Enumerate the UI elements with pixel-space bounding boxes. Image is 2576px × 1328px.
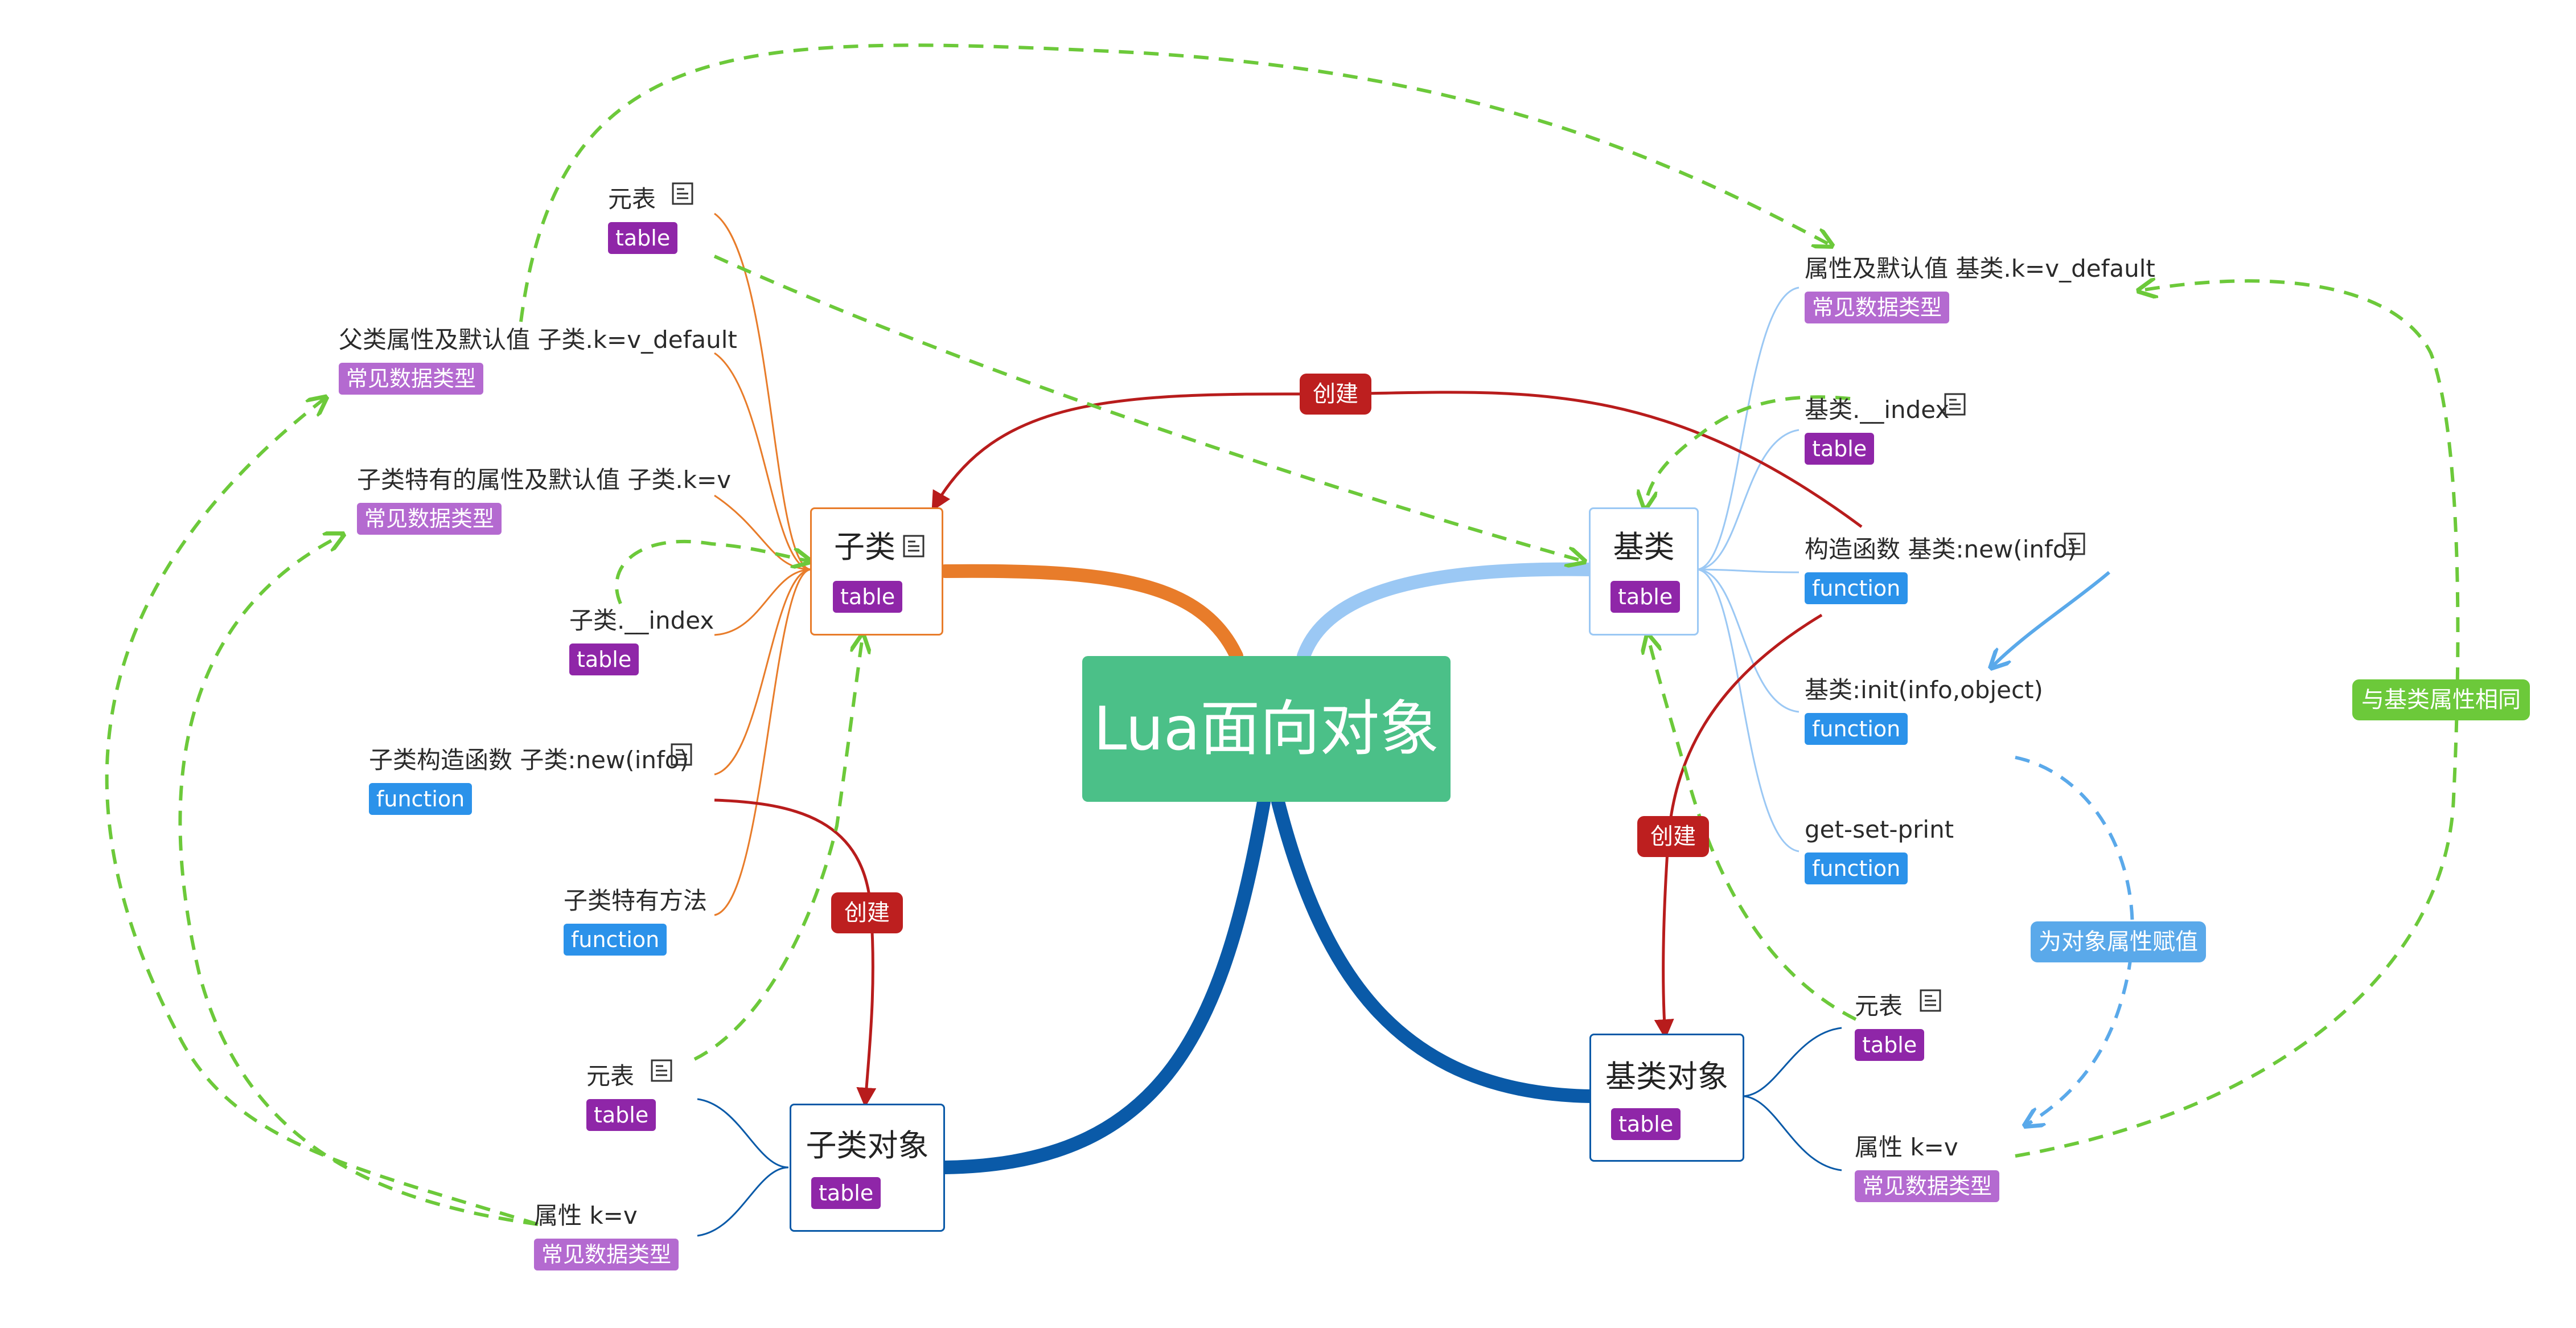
branch-root-base-object <box>1271 795 1598 1103</box>
note-icon[interactable] <box>651 1059 672 1082</box>
subclass-index-label[interactable]: 子类.__index <box>569 606 714 634</box>
tag-common-type: 常见数据类型 <box>1855 1170 2000 1202</box>
parent-attr-default-label[interactable]: 父类属性及默认值 子类.k=v_default <box>339 326 737 354</box>
tag-common-type: 常见数据类型 <box>534 1239 679 1270</box>
note-icon[interactable] <box>671 743 692 766</box>
tag-table: table <box>833 581 903 613</box>
tag-table: table <box>1610 581 1681 613</box>
tag-function: function <box>564 924 667 956</box>
subclass-metatable-label[interactable]: 元表 <box>608 185 656 213</box>
same-as-base-attr-label[interactable]: 与基类属性相同 <box>2352 679 2530 720</box>
base-object-title: 基类对象 <box>1605 1059 1728 1095</box>
tag-function: function <box>369 783 473 815</box>
assign-object-attr-label[interactable]: 为对象属性赋值 <box>2031 921 2206 962</box>
tag-common-type: 常见数据类型 <box>357 503 502 535</box>
note-icon[interactable] <box>2064 532 2085 555</box>
baseclass-child-lines <box>1696 286 1799 852</box>
create-label-1[interactable]: 创建 <box>1300 374 1371 415</box>
baseclass-node[interactable]: 基类 table <box>1589 507 1699 636</box>
note-icon[interactable] <box>1944 393 1966 416</box>
subclass-object-title: 子类对象 <box>806 1128 929 1163</box>
subclass-node[interactable]: 子类 table <box>810 507 943 636</box>
base-init-label[interactable]: 基类:init(info,object) <box>1805 676 2043 704</box>
create-label-2[interactable]: 创建 <box>831 892 903 933</box>
baseclass-title: 基类 <box>1613 529 1675 565</box>
note-icon[interactable] <box>672 182 693 205</box>
tag-table: table <box>608 222 678 254</box>
subclass-object-attr-label[interactable]: 属性 k=v <box>534 1202 638 1229</box>
create-arrow-new-to-subclass-object <box>714 798 877 1108</box>
subclass-object-child-lines <box>697 1098 789 1237</box>
root-topic[interactable]: Lua面向对象 <box>1082 656 1451 802</box>
tag-table: table <box>586 1099 656 1131</box>
base-attr-default-label[interactable]: 属性及默认值 基类.k=v_default <box>1805 255 2155 282</box>
branch-root-subclass-object <box>938 795 1271 1174</box>
subclass-object-node[interactable]: 子类对象 table <box>790 1104 945 1232</box>
tag-table: table <box>569 643 639 675</box>
green-dashed-links <box>105 43 2460 1226</box>
subclass-constructor-label[interactable]: 子类构造函数 子类:new(info) <box>369 746 689 774</box>
branch-root-baseclass <box>1297 562 1598 663</box>
subclass-child-lines <box>714 212 812 916</box>
tag-common-type: 常见数据类型 <box>1805 292 1950 323</box>
base-object-child-lines <box>1741 1027 1842 1171</box>
subclass-object-metatable-label[interactable]: 元表 <box>586 1062 635 1090</box>
subclass-title: 子类 <box>834 529 895 565</box>
tag-table: table <box>1855 1029 1925 1061</box>
create-label-3[interactable]: 创建 <box>1637 816 1709 857</box>
base-object-node[interactable]: 基类对象 table <box>1589 1034 1744 1162</box>
tag-function: function <box>1805 572 1908 604</box>
base-index-label[interactable]: 基类.__index <box>1805 396 1950 424</box>
tag-table: table <box>1611 1108 1681 1140</box>
branch-root-subclass <box>938 564 1243 663</box>
tag-table: table <box>1805 433 1875 465</box>
subclass-own-attr-label[interactable]: 子类特有的属性及默认值 子类.k=v <box>357 466 732 494</box>
tag-common-type: 常见数据类型 <box>339 363 484 395</box>
tag-table: table <box>811 1177 881 1209</box>
blue-arrow-init-to-new <box>1992 571 2110 666</box>
base-constructor-label[interactable]: 构造函数 基类:new(info) <box>1805 535 2077 563</box>
base-object-attr-label[interactable]: 属性 k=v <box>1855 1133 1958 1161</box>
base-object-metatable-label[interactable]: 元表 <box>1855 992 1903 1020</box>
tag-function: function <box>1805 852 1908 884</box>
note-icon[interactable] <box>903 535 925 558</box>
get-set-print-label[interactable]: get-set-print <box>1805 815 1954 843</box>
tag-function: function <box>1805 713 1908 745</box>
note-icon[interactable] <box>1920 989 1941 1012</box>
subclass-own-method-label[interactable]: 子类特有方法 <box>564 887 708 915</box>
